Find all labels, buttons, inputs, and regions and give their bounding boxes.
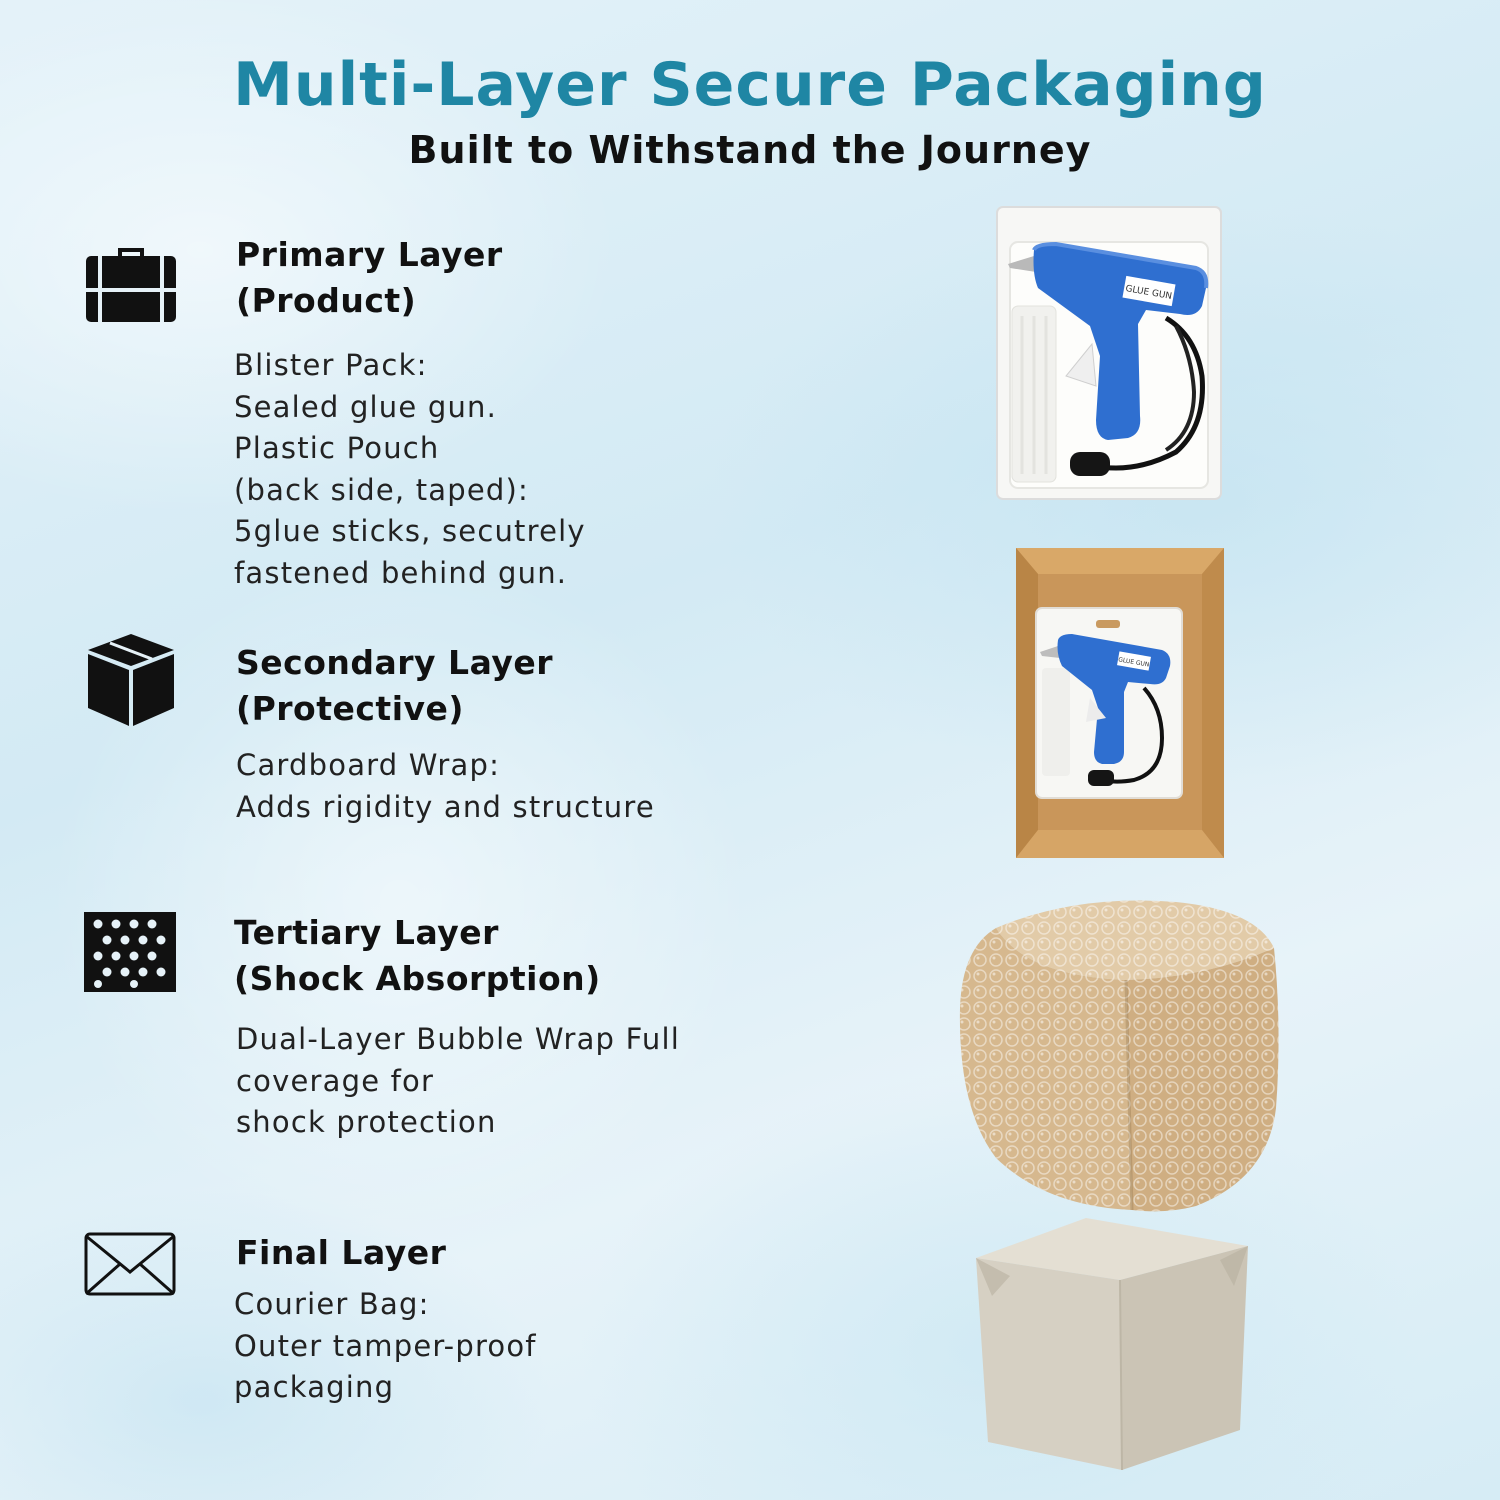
primary-layer-title: Primary Layer (Product) [236,235,503,320]
final-layer-title: Final Layer [236,1233,447,1272]
courier-bag-image [976,1218,1248,1471]
tertiary-layer-description: Dual-Layer Bubble Wrap Full coverage for… [236,1022,680,1139]
envelope-icon [84,1232,176,1296]
secondary-layer-title: Secondary Layer (Protective) [236,643,553,728]
tertiary-layer-title: Tertiary Layer (Shock Absorption) [234,913,601,998]
briefcase-icon [86,248,176,322]
secondary-layer-description: Cardboard Wrap: Adds rigidity and struct… [236,748,655,824]
page-title: Multi-Layer Secure Packaging [233,50,1267,120]
cardboard-box-icon [88,634,174,726]
bubble-wrap-icon [84,912,176,992]
page-subtitle: Built to Withstand the Journey [408,128,1092,172]
blister-pack-image: GLUE GUN [996,206,1222,500]
cardboard-box-image: GLUE GUN [1016,548,1224,858]
bubble-wrapped-box-image [959,900,1279,1212]
primary-layer-description: Blister Pack: Sealed glue gun. Plastic P… [234,348,586,590]
final-layer-description: Courier Bag: Outer tamper-proof packagin… [234,1287,537,1404]
